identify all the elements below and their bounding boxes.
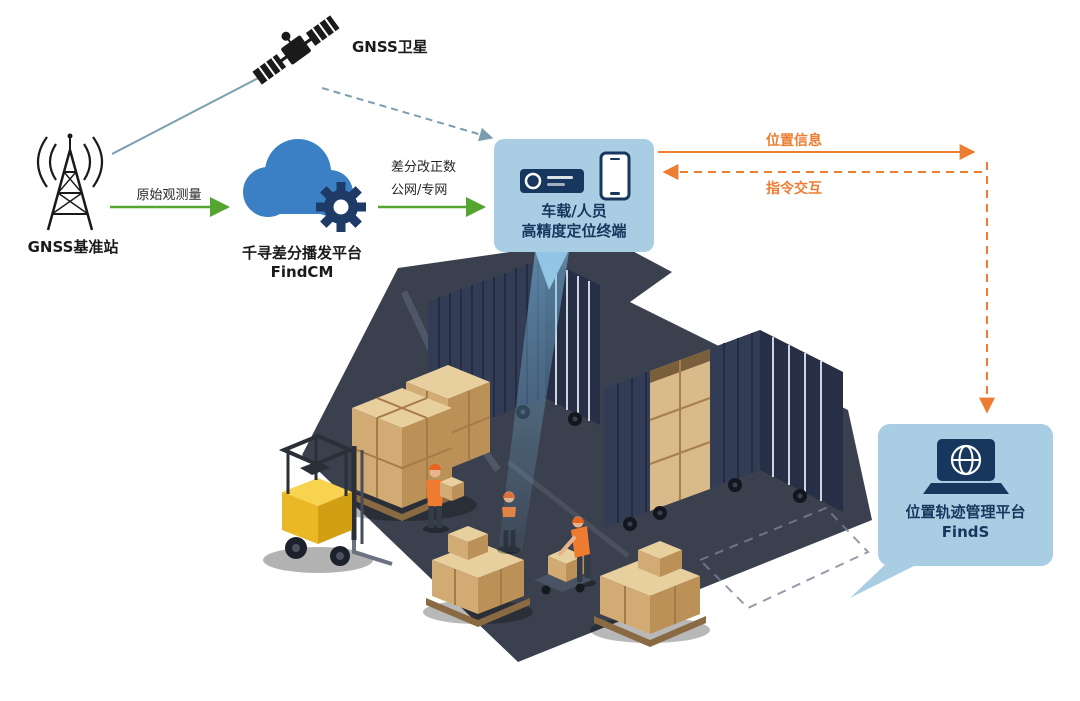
forklift-fork [352, 540, 393, 566]
container-door-rods [555, 265, 590, 421]
smartphone-icon [599, 151, 631, 201]
worker-carrying-box [423, 464, 464, 533]
terminal-device-icons [517, 149, 631, 201]
edge-label-command-interaction: 指令交互 [766, 181, 822, 197]
cloud-platform-product: FindCM [270, 263, 334, 281]
yard-zone-marking [698, 506, 870, 610]
receiver-box-icon [520, 169, 584, 193]
edge-label-raw-observation: 原始观测量 [136, 188, 202, 203]
radio-tower-icon [36, 133, 104, 231]
link-satellite-terminal [321, 87, 494, 142]
forklift [263, 433, 393, 573]
satellite-label: GNSS卫星 [352, 38, 428, 56]
management-bubble-tail [850, 560, 926, 598]
management-platform-name: 位置轨迹管理平台 [905, 503, 1026, 521]
cloud-platform-name: 千寻差分播发平台 [241, 244, 362, 262]
terminal-label-line1: 车载/人员 [541, 202, 607, 220]
location-beam [498, 252, 569, 552]
pallet [426, 598, 530, 627]
container-wheels [623, 478, 807, 531]
terminal-panel: 车载/人员 高精度定位终端 [494, 139, 654, 252]
link-satellite-base-station [111, 73, 267, 155]
edge-label-correction: 差分改正数 [391, 160, 457, 175]
container-ribs [617, 333, 753, 523]
forklift-seat [300, 461, 330, 475]
management-platform-product: FindS [941, 523, 990, 541]
pallet [594, 616, 706, 647]
gnss-satellite-icon [252, 15, 340, 85]
shipping-container-2 [604, 330, 843, 531]
gear-icon [316, 182, 366, 232]
container-door-rods [772, 337, 822, 501]
box-stack-right [594, 541, 706, 647]
box-stack-left-front [346, 388, 458, 521]
edge-label-position-info: 位置信息 [766, 133, 822, 149]
safety-helmet [429, 464, 441, 470]
signal-waves-right [83, 136, 104, 188]
edge-label-network: 公网/专网 [391, 183, 448, 198]
container-open-door [649, 349, 711, 511]
forklift-guard [278, 433, 356, 467]
base-station-label: GNSS基准站 [27, 238, 119, 256]
safety-helmet [572, 517, 584, 523]
management-platform-panel: 位置轨迹管理平台 FindS [878, 424, 1053, 566]
worker-pallet-jack [534, 516, 596, 595]
signal-waves-left [36, 136, 57, 188]
terminal-label-line2: 高精度定位终端 [521, 222, 627, 240]
laptop-globe-icon [922, 439, 1009, 494]
